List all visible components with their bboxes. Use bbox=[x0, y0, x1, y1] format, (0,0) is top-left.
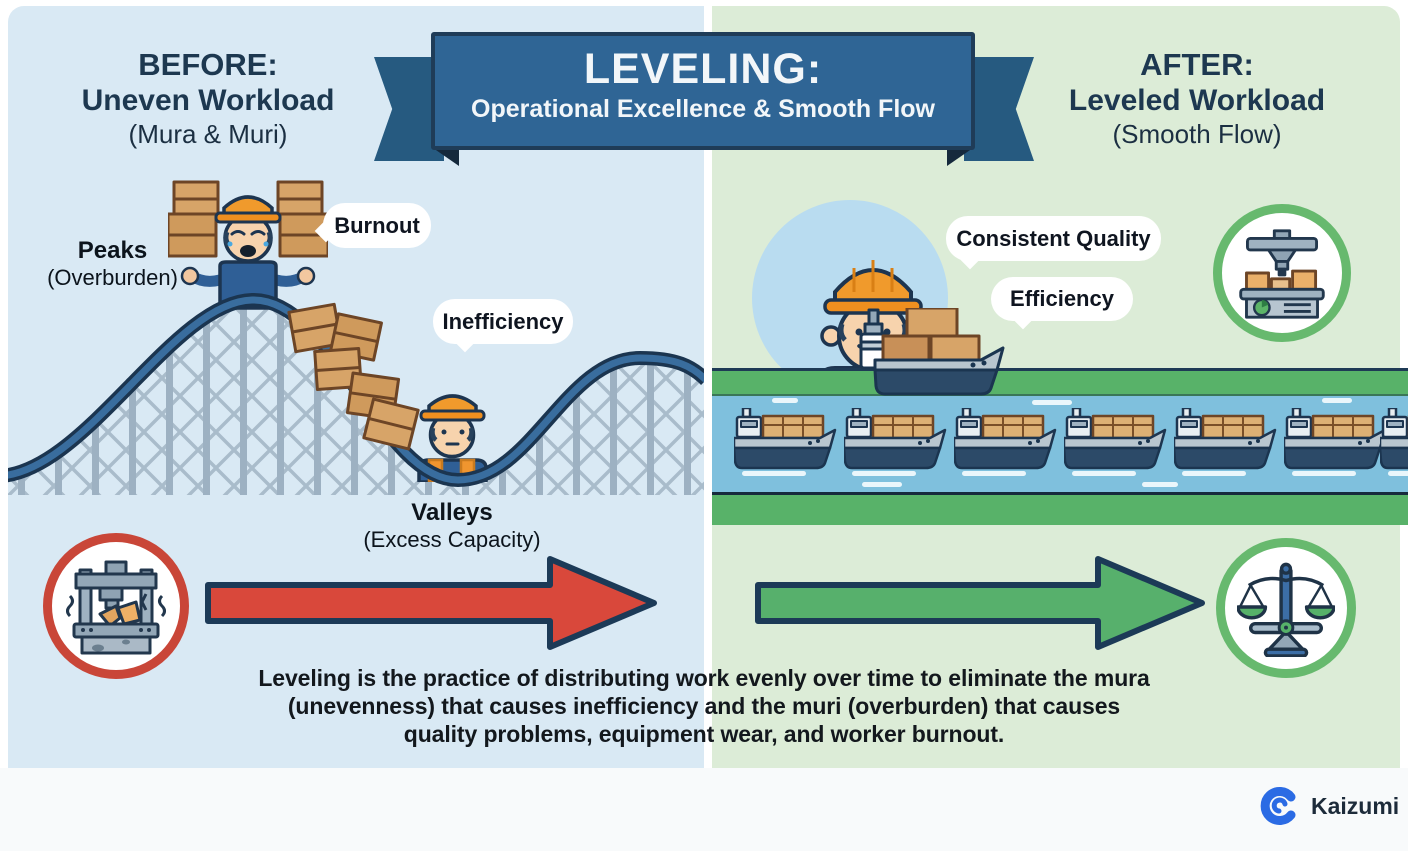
valleys-label-group: Valleys (Excess Capacity) bbox=[327, 499, 577, 553]
peaks-label: Peaks bbox=[77, 237, 148, 264]
balance-scales-icon bbox=[1237, 562, 1335, 657]
brand-name: Kaizumi bbox=[1311, 792, 1400, 819]
valleys-sublabel: (Excess Capacity) bbox=[363, 527, 541, 552]
falling-boxes-icon bbox=[287, 302, 420, 451]
title-banner: LEVELING: Operational Excellence & Smoot… bbox=[431, 32, 975, 150]
after-title: AFTER: bbox=[1140, 47, 1254, 82]
consistent-quality-text: Consistent Quality bbox=[956, 225, 1151, 251]
conveyor-belt-bottom bbox=[712, 492, 1408, 525]
footer-strip bbox=[0, 768, 1408, 851]
stable-press-icon bbox=[1239, 229, 1325, 319]
before-heading: BEFORE: Uneven Workload (Mura & Muri) bbox=[28, 46, 388, 150]
description-text: Leveling is the practice of distributing… bbox=[204, 664, 1204, 748]
banner-subtitle: Operational Excellence & Smooth Flow bbox=[471, 95, 935, 123]
balance-badge bbox=[1216, 538, 1356, 678]
description-line: (unevenness) that causes inefficiency an… bbox=[287, 693, 1121, 719]
uneven-flow-arrow bbox=[205, 556, 657, 650]
inefficiency-bubble-text: Inefficiency bbox=[442, 308, 564, 334]
description-line: quality problems, equipment wear, and wo… bbox=[403, 721, 1005, 747]
broken-press-icon bbox=[66, 560, 166, 655]
overburdened-worker-icon bbox=[168, 180, 328, 310]
efficiency-bubble: Efficiency bbox=[991, 277, 1133, 330]
before-title: BEFORE: bbox=[138, 47, 278, 82]
after-subtitle: Leveled Workload bbox=[1068, 84, 1326, 117]
consistent-quality-bubble: Consistent Quality bbox=[946, 216, 1161, 270]
inefficiency-bubble: Inefficiency bbox=[433, 299, 573, 353]
kaizumi-swirl-icon bbox=[1260, 787, 1296, 825]
conveyor-belt-top bbox=[712, 368, 1408, 396]
burnout-bubble-text: Burnout bbox=[334, 212, 420, 238]
smooth-flow-arrow bbox=[755, 556, 1205, 650]
loading-ship-icon bbox=[859, 308, 1005, 396]
banner-title: LEVELING: bbox=[583, 45, 823, 93]
before-note: (Mura & Muri) bbox=[128, 119, 288, 149]
brand-logo: Kaizumi bbox=[1258, 784, 1399, 828]
after-note: (Smooth Flow) bbox=[1112, 119, 1282, 149]
equipment-wear-badge bbox=[43, 533, 189, 679]
ship-fleet-graphic bbox=[712, 398, 1408, 487]
after-heading: AFTER: Leveled Workload (Smooth Flow) bbox=[1012, 46, 1382, 150]
efficiency-text: Efficiency bbox=[1010, 286, 1114, 311]
valleys-label: Valleys bbox=[411, 499, 493, 526]
peaks-sublabel: (Overburden) bbox=[47, 265, 178, 290]
smooth-machine-badge bbox=[1213, 204, 1351, 342]
burnout-bubble: Burnout bbox=[314, 203, 431, 248]
peaks-label-group: Peaks (Overburden) bbox=[15, 237, 210, 291]
description-line: Leveling is the practice of distributing… bbox=[258, 665, 1150, 691]
before-subtitle: Uneven Workload bbox=[81, 84, 335, 117]
